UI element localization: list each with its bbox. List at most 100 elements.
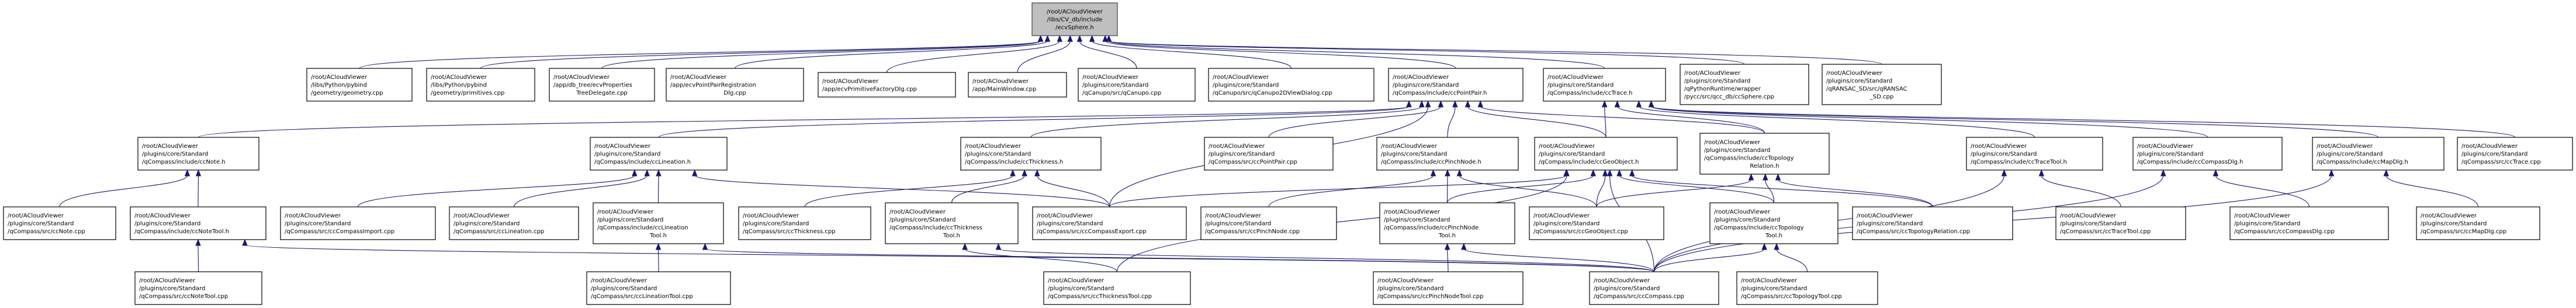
node-toporel-h[interactable]: /root/ACloudViewer/plugins/core/Standard… (1699, 133, 1830, 175)
node-label-line: /root/ACloudViewer (1381, 143, 1438, 150)
node-label-line: /plugins/core/Standard (1857, 221, 1923, 227)
node-label-line: /root/ACloudViewer (1037, 213, 1093, 219)
node-trace-cpp[interactable]: /root/ACloudViewer/plugins/core/Standard… (2457, 137, 2573, 171)
edge-line (1650, 106, 2516, 138)
edge-line (2385, 175, 2479, 207)
arrowhead-icon (2160, 169, 2166, 177)
node-compassexport[interactable]: /root/ACloudViewer/plugins/core/Standard… (1032, 206, 1187, 240)
node-qransac[interactable]: /root/ACloudViewer/plugins/core/Standard… (1822, 64, 1942, 105)
node-thicknesstool-cpp[interactable]: /root/ACloudViewer/plugins/core/Standard… (1043, 271, 1191, 305)
node-label-line: /plugins/core/Standard (1971, 151, 2037, 158)
node-primitives[interactable]: /root/ACloudViewer/libs/Python/pybind/ge… (426, 68, 535, 102)
node-pinchnode-cpp[interactable]: /root/ACloudViewer/plugins/core/Standard… (1200, 206, 1337, 240)
node-lineation-h[interactable]: /root/ACloudViewer/plugins/core/Standard… (590, 137, 728, 171)
node-pointpair-h[interactable]: /root/ACloudViewer/plugins/core/Standard… (1388, 68, 1524, 102)
node-mainwindow[interactable]: /root/ACloudViewer/app/MainWindow.cpp (968, 72, 1067, 98)
node-label-line: /plugins/core/Standard (139, 286, 205, 292)
node-compass-cpp[interactable]: /root/ACloudViewer/plugins/core/Standard… (1589, 271, 1719, 305)
node-pinchnodetool-h[interactable]: /root/ACloudViewer/plugins/core/Standard… (1379, 202, 1515, 244)
node-pinchnodetool-cpp[interactable]: /root/ACloudViewer/plugins/core/Standard… (1373, 271, 1524, 305)
node-label-line: /qCompass/src/ccGeoObject.cpp (1533, 229, 1628, 235)
node-box (738, 206, 871, 240)
node-lineation-cpp[interactable]: /root/ACloudViewer/plugins/core/Standard… (449, 206, 579, 240)
edge-line (1268, 175, 1434, 207)
arrowhead-icon (2383, 169, 2389, 177)
node-note-h[interactable]: /root/ACloudViewer/plugins/core/Standard… (137, 137, 259, 171)
node-label-line: /qCompass/include/ccPointPair.h (1393, 90, 1487, 96)
node-box (130, 206, 266, 240)
node-geoobject-h[interactable]: /root/ACloudViewer/plugins/core/Standard… (1534, 137, 1678, 171)
node-proptree[interactable]: /root/ACloudViewer/app/db_tree/ecvProper… (549, 68, 655, 102)
node-ppreg[interactable]: /root/ACloudViewer/app/ecvPointPairRegis… (666, 68, 804, 102)
node-label-line: /plugins/core/Standard (743, 221, 809, 227)
node-box (1736, 271, 1878, 305)
node-geometry[interactable]: /root/ACloudViewer/libs/Python/pybind/ge… (306, 68, 413, 102)
node-thickness-h[interactable]: /root/ACloudViewer/plugins/core/Standard… (960, 137, 1102, 171)
arrowhead-icon (656, 169, 662, 177)
node-label-line: /plugins/core/Standard (1704, 147, 1770, 154)
node-mapdlg-h[interactable]: /root/ACloudViewer/plugins/core/Standard… (2312, 137, 2445, 171)
node-lineationtool-h[interactable]: /root/ACloudViewer/plugins/core/Standard… (593, 202, 724, 244)
node-note-cpp[interactable]: /root/ACloudViewer/plugins/core/Standard… (3, 206, 116, 240)
node-tracetool-h[interactable]: /root/ACloudViewer/plugins/core/Standard… (1966, 137, 2103, 171)
node-geoobject-cpp[interactable]: /root/ACloudViewer/plugins/core/Standard… (1529, 206, 1664, 240)
node-pyccsphere[interactable]: /root/ACloudViewer/plugins/core/Standard… (1680, 64, 1809, 105)
node-primfactory[interactable]: /root/ACloudViewer/app/ecvPrimitiveFacto… (818, 72, 956, 98)
node-notetool-cpp[interactable]: /root/ACloudViewer/plugins/core/Standard… (134, 271, 262, 305)
edge-thicknesstool-h-to-thickness-h (951, 169, 1027, 203)
node-qcanupo[interactable]: /root/ACloudViewer/plugins/core/Standard… (1078, 68, 1196, 102)
node-label-line: /root/ACloudViewer (1539, 143, 1595, 150)
edge-primfactory-to-root (886, 34, 1063, 73)
node-notetool-h[interactable]: /root/ACloudViewer/plugins/core/Standard… (130, 206, 266, 240)
edge-compassdlg-h-to-trace-h (1648, 100, 2208, 138)
node-label-line: /root/ACloudViewer (1048, 278, 1105, 284)
node-qcanupo2d[interactable]: /root/ACloudViewer/plugins/core/Standard… (1208, 68, 1374, 102)
node-label-line: /root/ACloudViewer (311, 74, 368, 81)
edge-qcanupo-to-root (1076, 34, 1137, 69)
node-label-line: /root/ACloudViewer (972, 78, 1029, 85)
arrowhead-icon (1076, 34, 1083, 42)
node-lineationtool-cpp[interactable]: /root/ACloudViewer/plugins/core/Standard… (586, 271, 731, 305)
edge-compassexport-to-thickness-h (1034, 169, 1110, 207)
node-trace-h[interactable]: /root/ACloudViewer/plugins/core/Standard… (1543, 68, 1666, 102)
edge-geoobject-h-to-pointpair-h (1464, 100, 1606, 138)
node-label-line: /plugins/core/Standard (1741, 286, 1807, 292)
node-mapdlg-cpp[interactable]: /root/ACloudViewer/plugins/core/Standard… (2416, 206, 2540, 240)
node-label-line: /qCompass/include/ccCompassDlg.h (2137, 159, 2243, 165)
node-label-line: _SD.cpp (1869, 94, 1893, 100)
node-label-line: /plugins/core/Standard (453, 221, 520, 227)
node-box (593, 202, 724, 244)
edge-note-h-to-pointpair-h (198, 100, 1412, 138)
arrowhead-icon (2213, 169, 2219, 177)
edge-line (886, 40, 1060, 73)
node-box (449, 206, 579, 240)
node-pinchnode-h[interactable]: /root/ACloudViewer/plugins/core/Standard… (1376, 137, 1519, 171)
nodes-layer: /root/ACloudViewer/libs/CV_db/include/ec… (3, 2, 2573, 305)
node-box (1680, 64, 1809, 105)
node-topotool-cpp[interactable]: /root/ACloudViewer/plugins/core/Standard… (1736, 271, 1878, 305)
arrowhead-icon (691, 169, 698, 177)
node-compassimport[interactable]: /root/ACloudViewer/plugins/core/Standard… (280, 206, 436, 240)
edge-line (804, 175, 1013, 207)
edge-line (1268, 106, 1441, 138)
edge-thicknesstool-cpp-to-geoobject-h (1116, 169, 1570, 272)
node-compassdlg-h[interactable]: /root/ACloudViewer/plugins/core/Standard… (2132, 137, 2283, 171)
node-thickness-cpp[interactable]: /root/ACloudViewer/plugins/core/Standard… (738, 206, 871, 240)
node-pointpair-cpp[interactable]: /root/ACloudViewer/plugins/core/Standard… (1204, 137, 1334, 171)
node-toporel-cpp[interactable]: /root/ACloudViewer/plugins/core/Standard… (1852, 206, 2013, 240)
edge-pinchnode-cpp-to-pinchnode-h (1268, 169, 1436, 207)
node-label-line: /qCompass/src/ccNote.cpp (8, 229, 85, 235)
node-label-line: /root/ACloudViewer (2060, 213, 2117, 219)
node-topotool-h[interactable]: /root/ACloudViewer/plugins/core/Standard… (1709, 202, 1838, 244)
edge-line (1108, 40, 1882, 65)
node-label-line: /qCompass/src/ccPinchNode.cpp (1205, 229, 1300, 235)
node-tracetool-cpp[interactable]: /root/ACloudViewer/plugins/core/Standard… (2055, 206, 2186, 240)
node-thicknesstool-h[interactable]: /root/ACloudViewer/plugins/core/Standard… (885, 202, 1019, 244)
node-label-line: /root/ACloudViewer (1684, 70, 1741, 77)
node-label-line: /root/ACloudViewer (597, 209, 654, 215)
edge-thicknesstool-cpp-to-thicknesstool-h (962, 243, 1118, 272)
arrowhead-icon (2038, 169, 2045, 177)
arrowhead-icon (1464, 100, 1471, 108)
node-label-line: /plugins/core/Standard (1381, 151, 1447, 158)
node-compassdlg-cpp[interactable]: /root/ACloudViewer/plugins/core/Standard… (2229, 206, 2389, 240)
